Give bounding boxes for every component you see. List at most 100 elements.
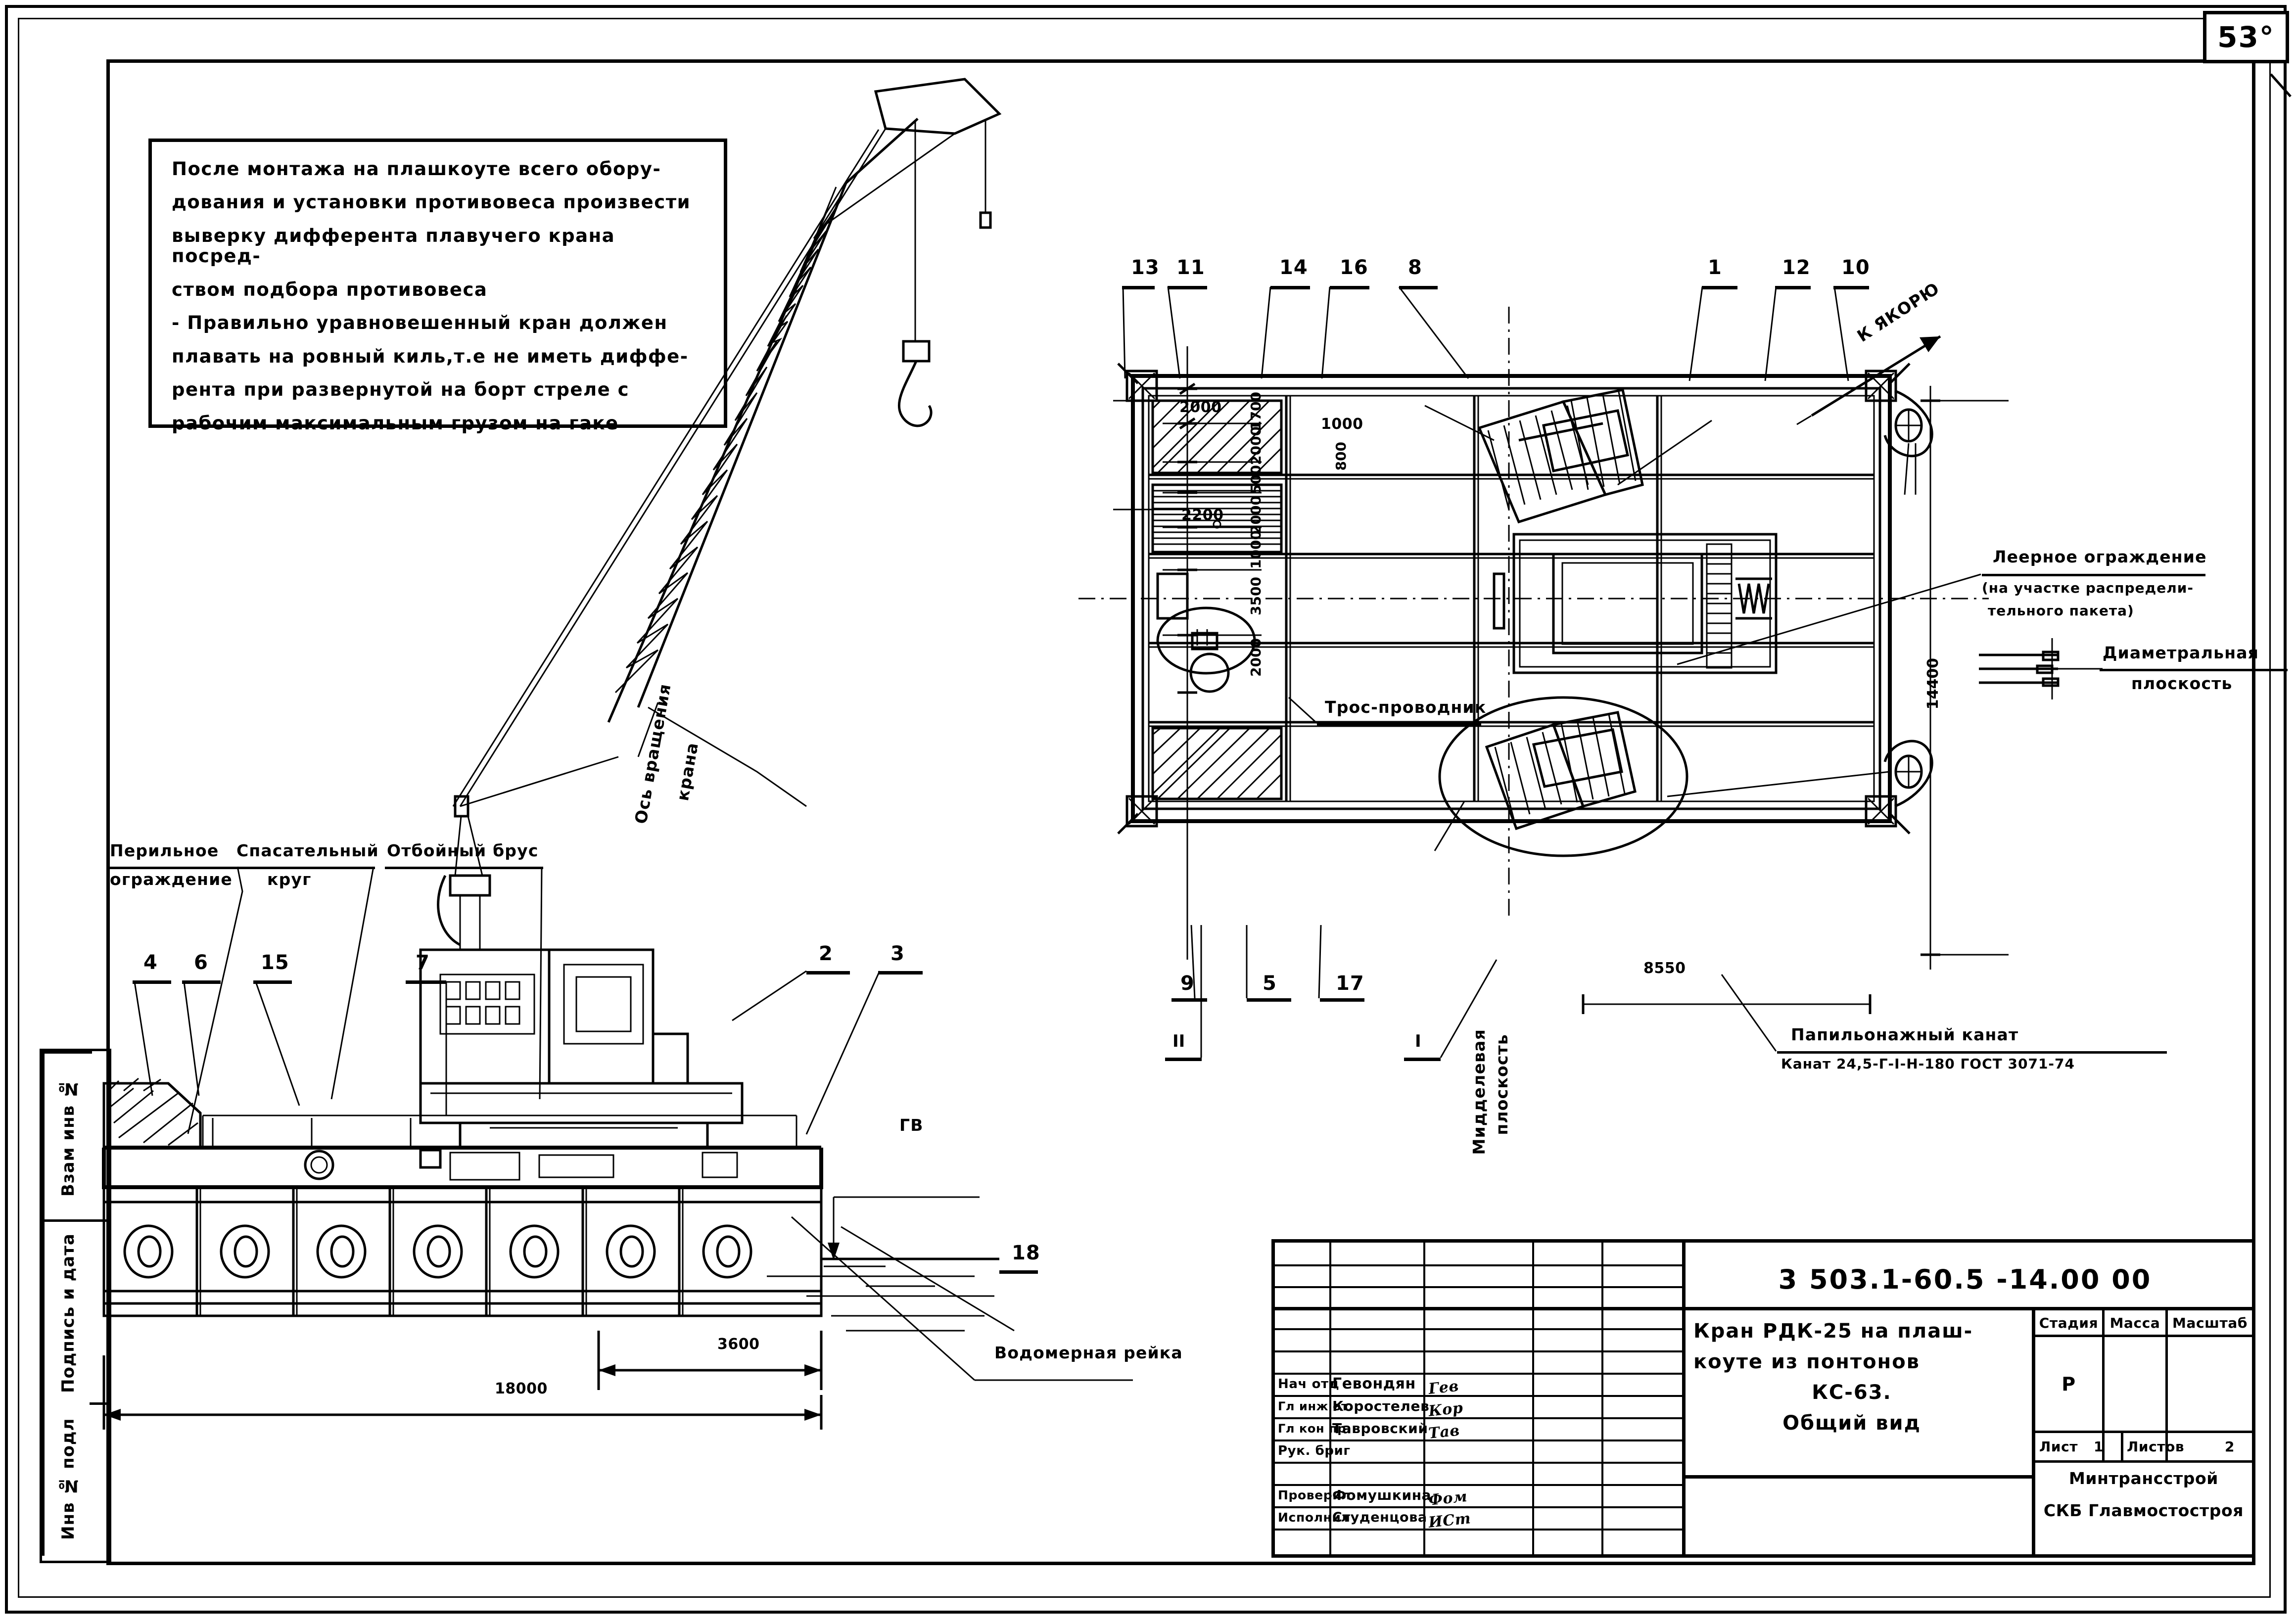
sheet-outer-border <box>5 5 2287 1614</box>
callout-15: 15 <box>261 951 289 974</box>
tb-hline-1 <box>1275 1307 2252 1310</box>
plan-callout-12: 12 <box>1782 256 1811 279</box>
tb-role-5: Исполнил <box>1278 1510 1351 1525</box>
stamp-blank-1 <box>90 1051 106 1222</box>
stamp-cell-inv: Инв № подл <box>42 1402 92 1556</box>
tb-header-stage: Стадия <box>2039 1314 2099 1331</box>
label-fender-leader <box>539 866 543 1100</box>
callout-7-bar <box>406 980 446 984</box>
plan-callout-13-bar <box>1122 286 1155 289</box>
note-line-8: рабочим максимальным грузом на гаке <box>172 412 619 434</box>
tb-role-3: Рук. бриг <box>1278 1443 1351 1458</box>
tb-name-0: Гевондян <box>1332 1375 1416 1392</box>
elevation-view-drawing <box>102 78 1133 1430</box>
plan-callout-13-leader <box>1122 286 1126 379</box>
callout-15-bar <box>253 980 292 984</box>
label-railing-plan-3: тельного пакета) <box>1988 603 2134 619</box>
tb-name-2: Тавровский <box>1332 1420 1428 1437</box>
plan-crane-boom-top <box>1477 388 1644 524</box>
drawing-frame <box>106 59 2255 1565</box>
boom-pendant-lines <box>437 128 887 950</box>
plan-callout-5: 5 <box>1263 972 1277 995</box>
water-level-marker <box>828 1196 980 1260</box>
callout-2: 2 <box>819 942 833 965</box>
label-guide-rope-underline <box>1317 723 1481 726</box>
label-lifebuoy-line1: Спасательный <box>236 841 379 860</box>
tb-h-r6 <box>1275 1395 1682 1397</box>
plan-callout-17-bar <box>1320 998 1364 1002</box>
pontoon-hull <box>102 1146 823 1317</box>
label-railing-line1: Перильное <box>110 841 219 860</box>
tb-v-stage-2 <box>2165 1307 2168 1460</box>
plan-dim-chain-left <box>1113 346 1262 960</box>
plan-crane-platform <box>1493 533 1778 674</box>
stamp-cell-vzam: Взам инв № <box>42 1051 92 1222</box>
stamp-cell-podpis: Подпись и дата <box>42 1219 92 1405</box>
plan-callout-14: 14 <box>1279 256 1308 279</box>
plan-callout-14-leader <box>1261 286 1271 379</box>
tb-label-sheets: Листов <box>2127 1438 2185 1455</box>
tb-h-r4 <box>1275 1350 1682 1352</box>
tb-h-r9 <box>1275 1462 1682 1464</box>
callout-3-bar <box>878 971 923 974</box>
tb-h-r7 <box>1275 1417 1682 1419</box>
label-water-level: ГВ <box>899 1115 924 1135</box>
tb-vline-main <box>1682 1243 1686 1554</box>
plan-callout-1-leader <box>1688 286 1703 381</box>
label-warping-rope-underline <box>1777 1051 2167 1054</box>
tb-v-c <box>1532 1243 1534 1554</box>
section-mark-II: II <box>1172 1031 1185 1051</box>
dimension-lines <box>102 1331 823 1430</box>
label-railing-plan-1: Леерное ограждение <box>1993 547 2207 566</box>
tb-value-stage: Р <box>2062 1373 2076 1395</box>
plan-callout-8-bar <box>1399 286 1438 289</box>
plan-dim-1000-a: 1000 <box>1321 416 1363 433</box>
note-line-5: - Правильно уравновешенный кран должен <box>172 312 668 334</box>
callout-3: 3 <box>890 942 905 965</box>
tb-h-r10 <box>1275 1484 1682 1486</box>
plan-dim-8550: 8550 <box>1643 960 1686 977</box>
label-railing-leader <box>187 866 243 1134</box>
document-number: 3 503.1-60.5 -14.00 00 <box>1778 1263 2152 1295</box>
label-midship-plane-2: плоскость <box>1492 1034 1511 1135</box>
tb-h-stage-3 <box>2035 1460 2252 1463</box>
plan-callout-17-leader <box>1318 925 1322 999</box>
tb-v-stage-1 <box>2102 1307 2105 1460</box>
waterline-hatching <box>767 1257 999 1332</box>
tb-name-4: Фомушкина <box>1332 1487 1432 1503</box>
tb-v-a <box>1329 1243 1331 1554</box>
plan-view-drawing <box>1078 307 1989 920</box>
callout-7-leader <box>445 982 447 1115</box>
note-line-3: выверку дифферента плавучего крана посре… <box>172 225 622 267</box>
plan-callout-5-leader <box>1246 925 1248 998</box>
plan-callout-9-bar <box>1171 998 1207 1002</box>
tb-value-mass <box>2105 1337 2165 1431</box>
plan-hatched-compartments <box>1151 399 1283 800</box>
label-railing-plan-2: (на участке распредели- <box>1982 580 2194 596</box>
plan-callout-10: 10 <box>1841 256 1870 279</box>
tb-title-line-2: коуте из понтонов <box>1693 1350 1920 1373</box>
plan-callout-11: 11 <box>1176 256 1205 279</box>
tb-v-sheets <box>2121 1431 2123 1460</box>
tb-h-r5 <box>1275 1373 1682 1375</box>
callout-18-leader <box>841 1226 1015 1332</box>
tb-name-1: Коростелев <box>1332 1398 1430 1414</box>
plan-callout-12-leader <box>1764 286 1777 381</box>
plan-callout-17: 17 <box>1336 972 1364 995</box>
tb-org-line-1: Минтрансстрой <box>2068 1468 2219 1488</box>
tb-h-title-bottom <box>1686 1475 2032 1479</box>
label-centerline-plane-1: Диаметральная <box>2103 643 2259 662</box>
tb-role-4: Проверил <box>1278 1488 1351 1502</box>
plan-callout-8-leader <box>1398 286 1469 379</box>
plan-dim-8550-line <box>1582 994 1872 1014</box>
label-centerline-plane-underline <box>2100 669 2288 671</box>
deck-fittings <box>202 1114 797 1181</box>
pontoon-bow-structure <box>102 1077 202 1149</box>
label-centerline-plane-2: плоскость <box>2131 674 2233 693</box>
label-lifebuoy-underline <box>236 867 375 869</box>
label-lifebuoy-leader <box>330 866 375 1100</box>
anchor-arrow <box>1796 335 1941 425</box>
callout-3-leader <box>805 971 881 1135</box>
label-fender-beam: Отбойный брус <box>387 841 539 860</box>
section-II-leader <box>1200 925 1202 1058</box>
